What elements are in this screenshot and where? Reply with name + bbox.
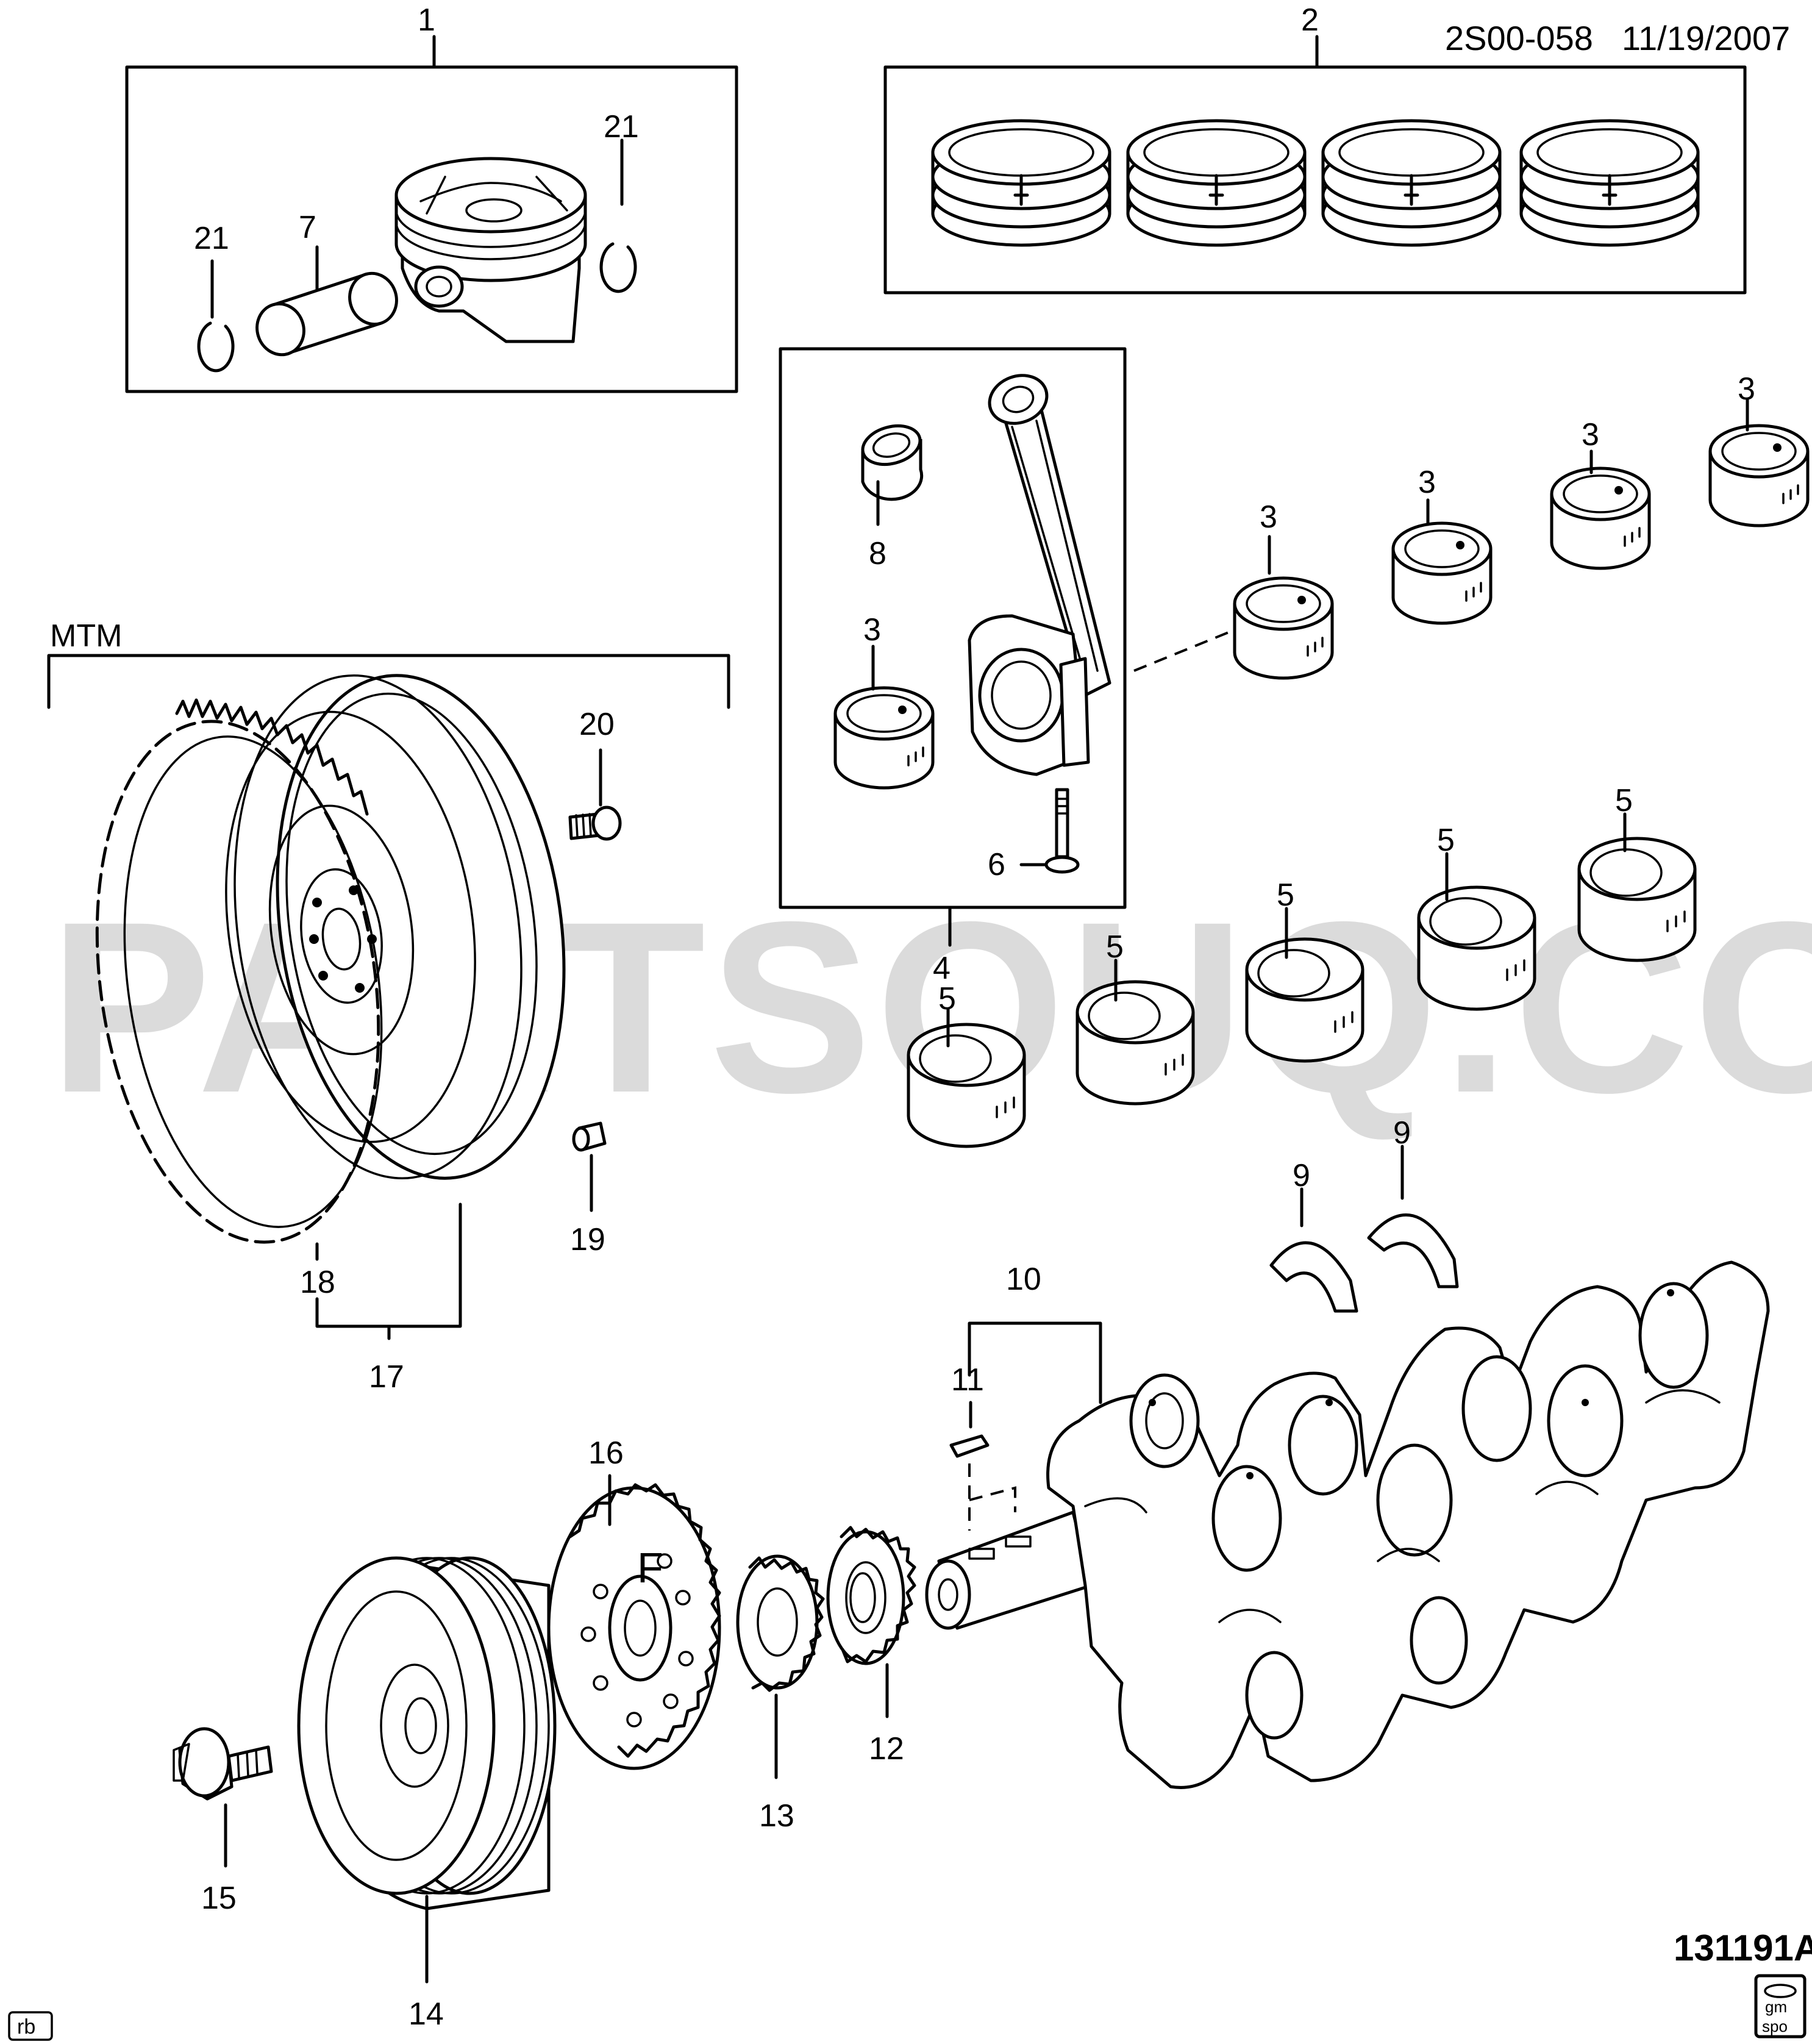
flywheel-group[interactable]: MTM 18 17 [47,618,730,1395]
callout-11: 11 [951,1362,984,1398]
initials: rb [17,2015,35,2039]
bearing-5-c[interactable] [1247,939,1363,1061]
callout-13: 13 [759,1798,794,1834]
thrust-washers: 9 9 [1269,1115,1459,1313]
callout-5-e: 5 [1615,783,1633,818]
callout-3-c: 3 [1582,417,1599,452]
logo-line1: gm [1765,1998,1787,2016]
callout-17: 17 [369,1359,404,1395]
callout-3-rod: 3 [863,612,881,648]
pulley-bolt[interactable] [173,1727,273,1801]
piston-ring-sets-group[interactable]: 2 [883,2,1747,295]
connecting-rod[interactable] [968,368,1111,776]
callout-10: 10 [1006,1262,1041,1297]
callout-5-b: 5 [1106,929,1124,965]
crankshaft-group[interactable]: 10 11 [925,1260,1770,1789]
ring-set-3[interactable] [1323,121,1500,245]
callout-12: 12 [869,1731,904,1767]
thrust-washer-2[interactable] [1367,1213,1459,1288]
ring-set-4[interactable] [1521,121,1698,245]
piston-kit-group[interactable]: 1 7 21 21 [125,2,738,393]
figure-number: 131191A [1674,1928,1812,1968]
callout-21-left: 21 [194,221,229,256]
callout-1: 1 [418,2,435,38]
thrust-washer-1[interactable] [1269,1241,1358,1313]
callout-3-d: 3 [1738,371,1755,407]
callout-9-b: 9 [1393,1115,1411,1151]
callout-20: 20 [579,707,615,742]
bearing-5-d[interactable] [1419,887,1535,1009]
callout-2: 2 [1301,2,1319,38]
upper-bearings-row: 3 3 3 3 [1235,371,1808,678]
crankshaft-sprocket[interactable] [826,1526,916,1665]
bearing-5-a[interactable] [908,1024,1024,1146]
sprocket-mark: F [637,1544,663,1592]
callout-5-c: 5 [1277,877,1294,913]
bearing-3-c[interactable] [1552,468,1649,568]
piston-pin[interactable] [251,267,403,360]
rod-bushing[interactable] [858,420,924,501]
callout-6: 6 [988,847,1005,882]
diagram-date: 11/19/2007 [1622,19,1790,57]
crankshaft-pulley[interactable] [297,1556,557,1910]
flywheel-dowel[interactable] [572,1121,607,1152]
callout-3-b: 3 [1418,465,1436,500]
logo-line2: spo [1762,2017,1788,2035]
crankshaft[interactable] [925,1260,1770,1789]
callout-15: 15 [201,1881,237,1916]
flywheel-bolt[interactable] [568,806,622,841]
rod-bearing-lower[interactable] [835,688,933,788]
callout-14: 14 [408,1996,444,2032]
callout-9-a: 9 [1293,1158,1310,1193]
bearing-5-e[interactable] [1579,838,1695,960]
bearing-5-b[interactable] [1077,982,1193,1104]
connecting-rod-group[interactable]: 4 8 3 6 [779,347,1232,986]
reluctor-wheel[interactable]: F [547,1483,721,1770]
ring-gear[interactable] [65,698,411,1260]
callout-19: 19 [570,1222,605,1257]
callout-4: 4 [933,951,951,986]
ring-set-1[interactable] [933,121,1110,245]
timing-sprocket[interactable] [736,1554,825,1692]
bearing-3-b[interactable] [1393,523,1491,623]
callout-16: 16 [588,1435,624,1471]
callout-18: 18 [300,1265,335,1300]
callout-21-right: 21 [604,109,639,145]
rod-bolt[interactable] [1044,788,1080,874]
gm-spo-logo: gm spo [1754,1974,1807,2039]
woodruff-key[interactable] [949,1434,990,1458]
mtm-label: MTM [50,618,122,654]
callout-3-a: 3 [1260,499,1277,535]
bearing-3-d[interactable] [1710,426,1808,526]
callout-5-d: 5 [1437,823,1455,858]
flywheel[interactable] [200,657,595,1197]
callout-5-a: 5 [938,981,956,1017]
callout-8: 8 [869,536,886,571]
ring-set-2[interactable] [1128,121,1305,245]
snap-ring-right[interactable] [599,242,637,293]
piston[interactable] [394,157,587,343]
snap-ring-left[interactable] [197,321,235,373]
main-bearings-row: 5 5 5 5 5 [908,783,1695,1146]
diagram-code: 2S00-058 [1445,19,1593,57]
bearing-3-a[interactable] [1235,578,1332,678]
callout-7: 7 [299,210,316,245]
